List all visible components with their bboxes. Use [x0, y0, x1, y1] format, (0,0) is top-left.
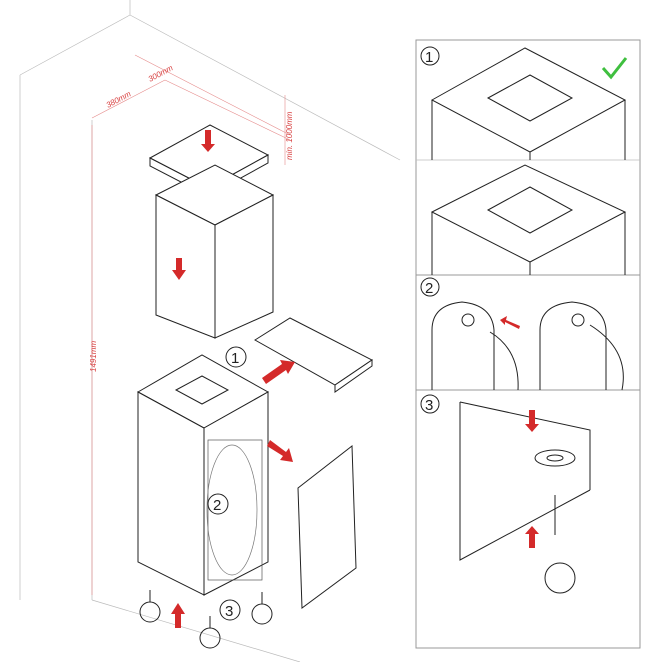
upper-cover	[154, 164, 275, 339]
detail-panels	[415, 39, 641, 649]
base-cabinet	[136, 354, 293, 596]
svg-text:3: 3	[425, 397, 433, 414]
step-marker-1: 1	[225, 346, 247, 368]
side-tray	[254, 317, 373, 393]
detail-2-gas-bottle: 2	[420, 277, 624, 391]
side-door-panel	[297, 445, 357, 609]
step-marker-3: 3	[219, 599, 241, 621]
svg-text:1: 1	[231, 350, 239, 367]
dimension-clearance: min. 1000mm	[285, 111, 294, 160]
dimension-width: 380mm	[105, 89, 133, 110]
dimension-height: 1491mm	[89, 341, 98, 372]
casters	[139, 590, 273, 649]
checkmark-icon	[601, 57, 628, 80]
svg-text:1: 1	[425, 49, 433, 66]
svg-text:2: 2	[213, 497, 221, 514]
step-marker-2: 2	[207, 493, 229, 515]
detail-1-alternate	[430, 164, 627, 275]
detail-1-correct: 1	[420, 46, 628, 160]
svg-text:3: 3	[225, 603, 233, 620]
detail-3-caster-mount: 3	[420, 394, 591, 594]
svg-text:2: 2	[425, 280, 433, 297]
